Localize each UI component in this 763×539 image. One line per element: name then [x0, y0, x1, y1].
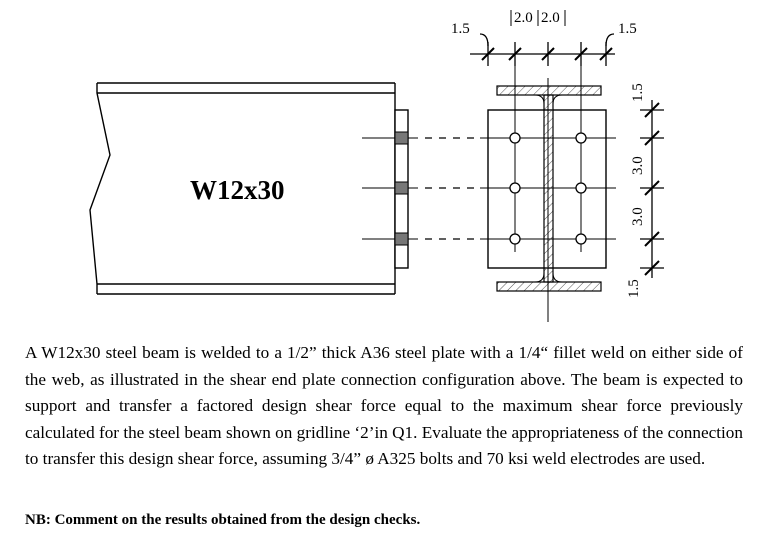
design-note: NB: Comment on the results obtained from…: [25, 512, 421, 528]
problem-text: A W12x30 steel beam is welded to a 1/2” …: [25, 343, 743, 468]
top-dim-3: 2.0: [541, 10, 560, 26]
side-dim-4: 1.5: [626, 279, 642, 298]
top-dimension-line: [470, 33, 615, 66]
top-dim-1: 1.5: [451, 21, 470, 37]
bolts-elevation: [362, 131, 480, 246]
problem-statement: A W12x30 steel beam is welded to a 1/2” …: [25, 340, 743, 473]
connection-diagram: W12x30: [89, 10, 664, 322]
top-dim-2: 2.0: [514, 10, 533, 26]
top-dimension-values: 1.5 2.0 2.0 1.5: [451, 10, 637, 37]
side-dim-1: 1.5: [630, 83, 646, 102]
beam-label: W12x30: [190, 175, 285, 205]
top-dim-4: 1.5: [618, 21, 637, 37]
side-dimension-line: [640, 100, 664, 278]
side-dimension-values: 1.5 3.0 3.0 1.5: [626, 83, 646, 298]
side-dim-3: 3.0: [630, 207, 646, 226]
bolts-end-view: [509, 132, 587, 245]
side-dim-2: 3.0: [630, 156, 646, 175]
